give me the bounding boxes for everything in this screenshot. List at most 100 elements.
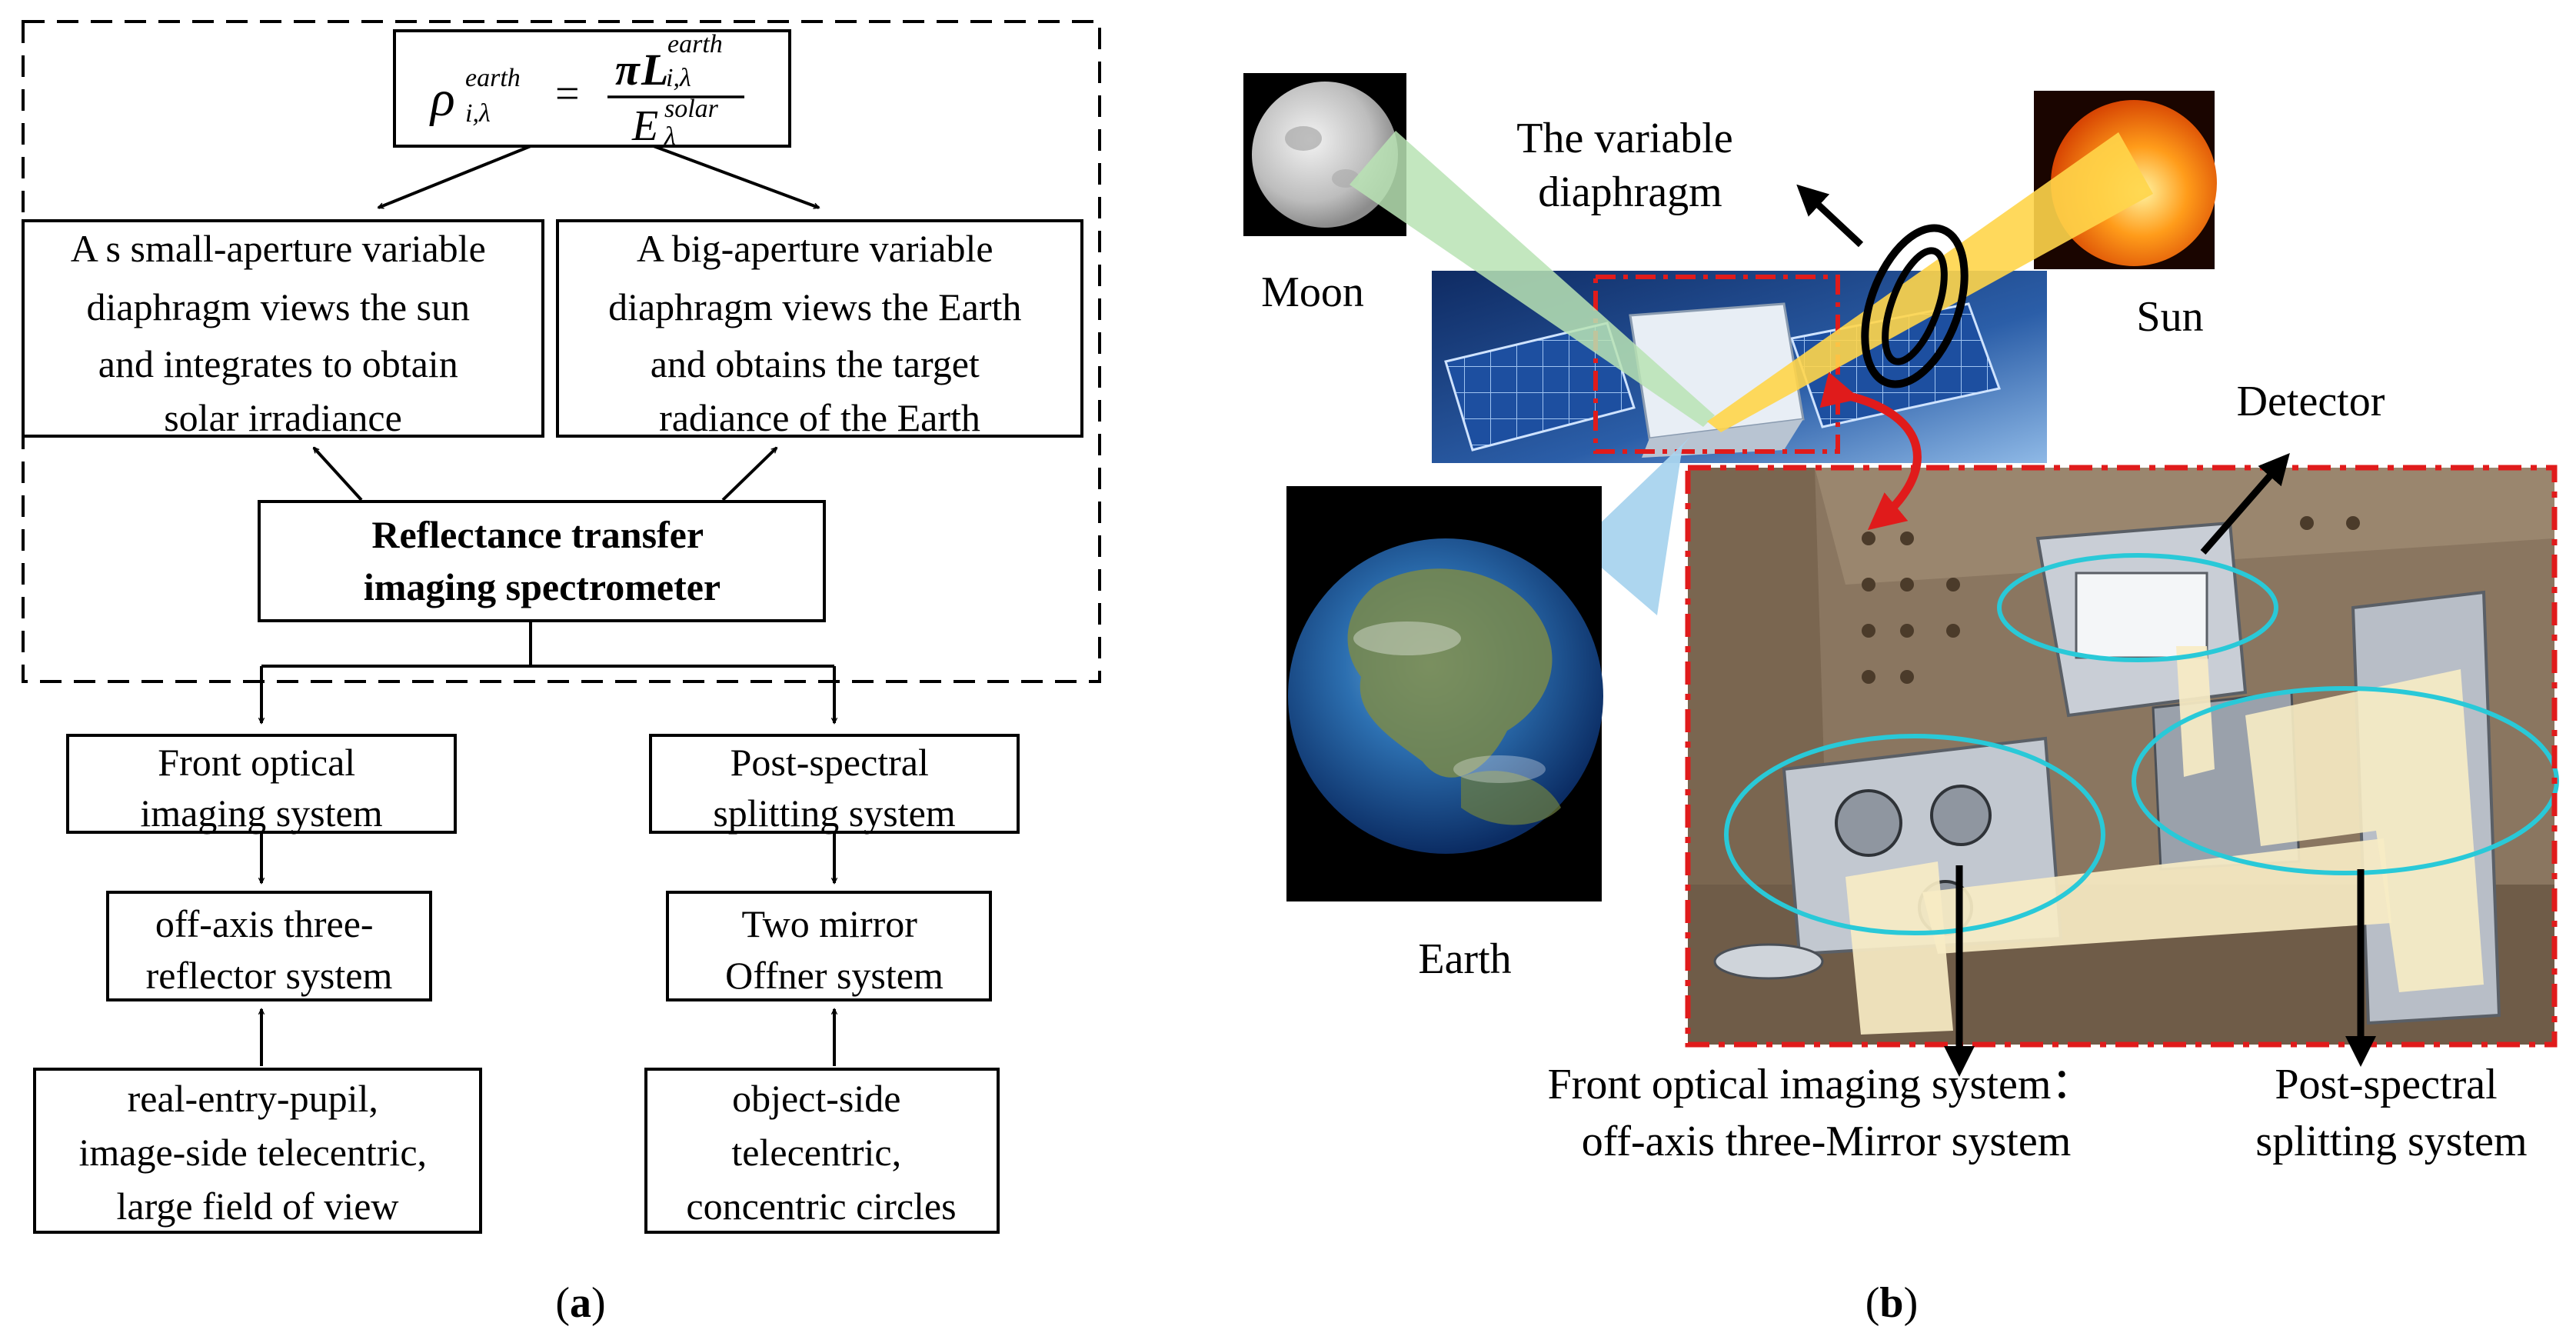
box-front-optical: Front optical imaging system [66,734,457,835]
svg-text:Front optical imaging system：: Front optical imaging system： off-axis t… [1548,1061,2105,1165]
formula-rho-sup: earth [465,64,521,92]
detector-label: Detector [2237,378,2385,425]
formula-radiance-L: L [641,45,668,95]
svg-text:object-side telecentri: object-side telecentric, concentric circ… [686,1077,956,1228]
sun-label: Sun [2136,293,2203,341]
formula-num-sup: earth [667,30,723,58]
box-pupil-line2: image-side telecentric, [78,1131,427,1174]
box-reflectance-transfer-spectrometer: Reflectance transfer imaging spectromete… [258,500,826,622]
housing-holes [1862,516,2360,684]
earth-clouds [1453,755,1546,783]
formula-den-sup: solar [664,95,719,123]
box-post-spectral: Post-spectral splitting system [649,734,1020,835]
box-earth-line1: A big-aperture variable [637,227,993,270]
box-rtis-line2: imaging spectrometer [364,565,721,608]
formula-E: E [631,102,658,150]
box-objside-line3: concentric circles [686,1185,956,1228]
arrow-rtis-to-sun [312,448,363,502]
box-sun-irradiance: A s small-aperture variable diaphragm vi… [22,219,544,439]
panel-b: Moon Sun The variable diaphragm Earth [1243,73,2559,1327]
moon-label: Moon [1261,268,1364,316]
formula-pi: π [615,45,641,95]
sun-beam [1707,132,2153,432]
caption-b: (b) [1865,1279,1918,1327]
box-object-side-telecentric: object-side telecentric, concentric circ… [644,1068,1000,1234]
svg-text:Reflectance transfer i: Reflectance transfer imaging spectromete… [364,513,721,608]
diaphragm-label-line2: diaphragm [1538,168,1722,216]
front-mirror-1 [1835,789,1902,857]
optical-path-beam [2176,646,2215,777]
dashed-group-frame [22,20,1101,683]
box-post-line1: Post-spectral [731,741,929,784]
moon-beam [1350,131,1715,427]
box-sun-line4: solar irradiance [164,396,402,439]
box-earth-line3: and obtains the target [651,342,980,385]
box-earth-line2: diaphragm views the Earth [608,285,1021,328]
box-objside-line1: object-side [732,1077,900,1120]
box-offner-system: Two mirror Offner system [666,891,992,1001]
earth-landmass [1347,568,1553,778]
formula-rho: ρ [429,71,455,127]
post-spectral-label-line1: Post-spectral [2275,1061,2497,1108]
caption-a: (a) [555,1279,605,1327]
box-sun-line2: diaphragm views the sun [86,285,470,328]
box-off-axis-reflector: off-axis three- reflector system [106,891,432,1001]
svg-text:Two mirror Offner syst: Two mirror Offner system [725,902,944,997]
front-optics-label-line1: Front optical imaging system： [1548,1061,2095,1108]
box-offaxis-line2: reflector system [146,954,393,997]
box-sun-line3: and integrates to obtain [98,342,458,385]
box-sun-line1: A s small-aperture variable [71,227,486,270]
panel-a: ρ earth i,λ = π L earth i,λ E solar λ A … [22,20,1101,1327]
box-offner-line2: Offner system [725,954,944,997]
detector-highlight-ellipse [1997,553,2278,662]
box-front-line1: Front optical [158,741,355,784]
formula-equals: = [555,70,580,118]
diaphragm-ring-inner [1882,247,1948,365]
formula-box: ρ earth i,λ = π L earth i,λ E solar λ [393,29,791,151]
zoom-link-arrow [1819,372,1922,531]
svg-text:The variable diaphragm: The variable diaphragm [1516,115,1743,216]
box-front-line2: imaging system [140,791,382,835]
svg-text:A s small-aperture variable: A s small-aperture variable diaphragm vi… [71,227,496,439]
diaphragm-label-line1: The variable [1516,115,1732,162]
earth-clouds [1353,622,1461,655]
post-spectral-label-line2: splitting system [2255,1118,2527,1165]
formula-num-sub: i,λ [666,64,691,92]
diaphragm-pointer-arrow [1796,184,1864,248]
svg-text:Post-spectral splittin: Post-spectral splitting system [713,741,955,835]
earth-beam [1576,437,1690,615]
branch-connector [261,621,834,668]
front-optics-label-line2: off-axis three-Mirror system [1582,1118,2072,1165]
box-pupil-line1: real-entry-pupil, [128,1077,378,1120]
box-real-entry-pupil: real-entry-pupil, image-side telecentric… [33,1068,482,1234]
box-pupil-line3: large field of view [117,1185,399,1228]
svg-text:Front optical imaging: Front optical imaging system [140,741,382,835]
svg-text:A big-aperture variable: A big-aperture variable diaphragm views … [608,227,1031,439]
front-mirror-2 [1930,785,1992,846]
front-optics-highlight-ellipse [1724,734,2105,935]
base-disk [1713,943,1824,980]
box-objside-line2: telecentric, [731,1131,901,1174]
arrow-formula-to-earth [653,145,819,209]
optical-path-beam [2245,669,2484,992]
box-offaxis-line1: off-axis three- [155,902,374,945]
arrow-rtis-to-earth [721,446,777,502]
red-dashed-instrument-frame [1685,465,2558,1048]
solar-panel-left [1444,322,1636,452]
box-earth-radiance: A big-aperture variable diaphragm views … [556,219,1083,439]
svg-text:off-axis three- reflec: off-axis three- reflector system [146,902,393,997]
box-post-line2: splitting system [713,791,955,835]
formula-den-sub: λ [664,122,676,151]
box-offner-line1: Two mirror [742,902,918,945]
moon-crater [1285,126,1322,151]
svg-text:real-entry-pupil, imag: real-entry-pupil, image-side telecentric… [78,1077,436,1228]
formula-rho-sub: i,λ [465,99,491,128]
detector-pointer-arrow [2200,452,2290,555]
arrow-formula-to-sun [378,145,531,209]
box-rtis-line1: Reflectance transfer [371,513,704,556]
instrument-cad-view [1688,468,2559,1045]
svg-text:Post-spectral splitting: Post-spectral splitting system [2255,1061,2527,1165]
detector-window [2075,572,2208,659]
box-earth-line4: radiance of the Earth [659,396,980,439]
